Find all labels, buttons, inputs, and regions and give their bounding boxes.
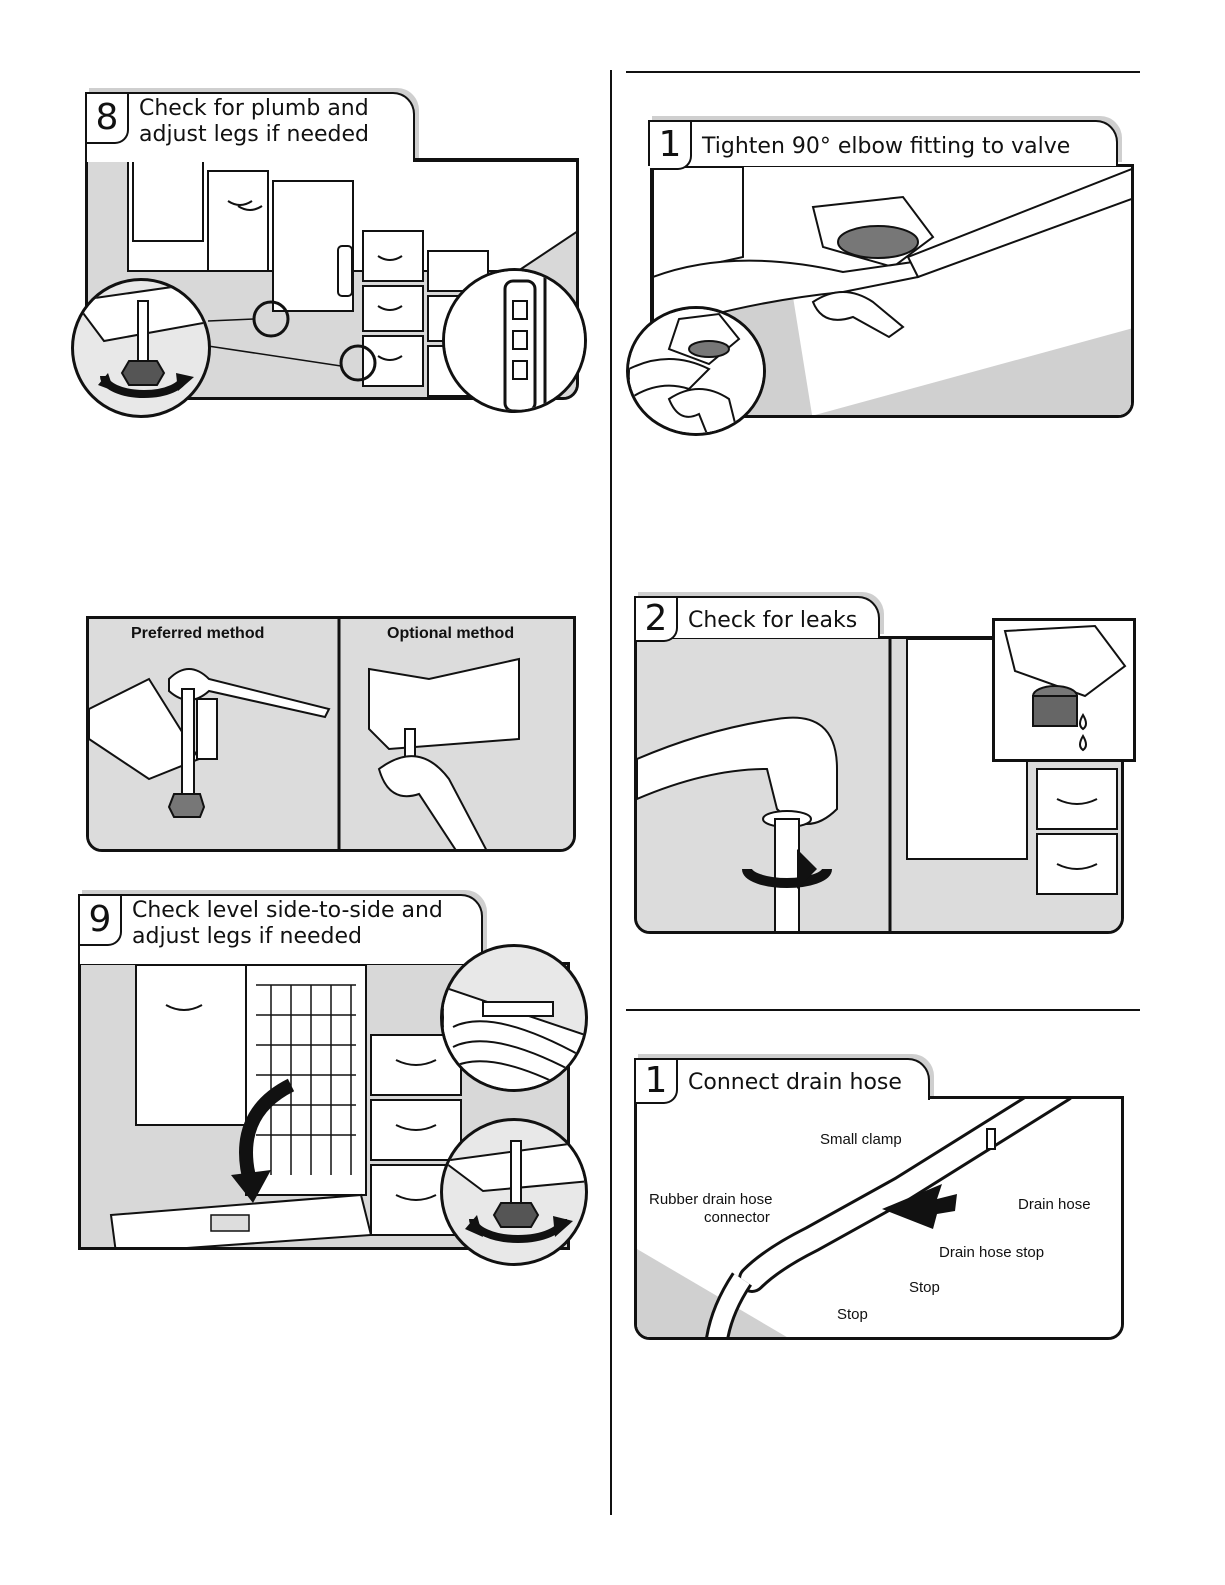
elbow-detail-circle <box>626 306 766 436</box>
leg-detail-circle <box>71 278 211 418</box>
drain-hose-label: Drain hose <box>1018 1196 1091 1213</box>
step9-title-line1: Check level side-to-side and <box>132 898 443 924</box>
rubber-connector-label-line1: Rubber drain hose <box>649 1191 772 1208</box>
drain-step1-title: Connect drain hose <box>688 1070 902 1096</box>
step8-title-line2: adjust legs if needed <box>139 122 369 148</box>
drain-step1-illustration: Small clamp Rubber drain hose connector … <box>634 1096 1124 1340</box>
step9-title-line2: adjust legs if needed <box>132 924 362 950</box>
step8-figure: 8 Check for plumb and adjust legs if nee… <box>85 92 585 404</box>
step9-number: 9 <box>80 896 122 946</box>
drain-step1-tab: 1 Connect drain hose <box>634 1058 930 1100</box>
step8-title-line1: Check for plumb and <box>139 96 369 122</box>
stop-label-left: Stop <box>837 1306 868 1323</box>
rubber-connector-label-line2: connector <box>704 1209 770 1226</box>
section-rule-drain <box>626 1009 1140 1011</box>
water-step1-tab: 1 Tighten 90° elbow fitting to valve <box>648 120 1118 166</box>
preferred-method-label: Preferred method <box>131 625 264 643</box>
step9-tab: 9 Check level side-to-side and adjust le… <box>78 894 483 964</box>
stop-label-right: Stop <box>909 1279 940 1296</box>
section-rule-top <box>626 71 1140 73</box>
leg-adjust-detail-circle <box>440 1118 588 1266</box>
water-step2-tab: 2 Check for leaks <box>634 596 880 638</box>
water-step2-figure: 2 Check for leaks <box>632 596 1142 936</box>
drain-step1-number: 1 <box>636 1060 678 1104</box>
leak-detail-inset <box>992 618 1136 762</box>
methods-illustration: Preferred method Optional method <box>86 616 576 852</box>
water-step1-number: 1 <box>650 122 692 170</box>
rack-detail-circle <box>440 944 588 1092</box>
water-step1-title: Tighten 90° elbow fitting to valve <box>702 134 1070 160</box>
column-divider <box>610 70 612 1515</box>
drain-step1-figure: Small clamp Rubber drain hose connector … <box>632 1058 1142 1343</box>
optional-method-label: Optional method <box>387 625 514 643</box>
water-step2-title: Check for leaks <box>688 608 857 634</box>
water-step1-figure: 1 Tighten 90° elbow fitting to valve <box>640 120 1140 432</box>
step8-number: 8 <box>87 94 129 144</box>
drain-hose-stop-label: Drain hose stop <box>939 1244 1044 1261</box>
water-step2-number: 2 <box>636 598 678 642</box>
small-clamp-label: Small clamp <box>820 1131 902 1148</box>
step8-tab: 8 Check for plumb and adjust legs if nee… <box>85 92 415 162</box>
level-detail-circle <box>442 268 587 413</box>
step9-figure: 9 Check level side-to-side and adjust le… <box>78 894 588 1266</box>
